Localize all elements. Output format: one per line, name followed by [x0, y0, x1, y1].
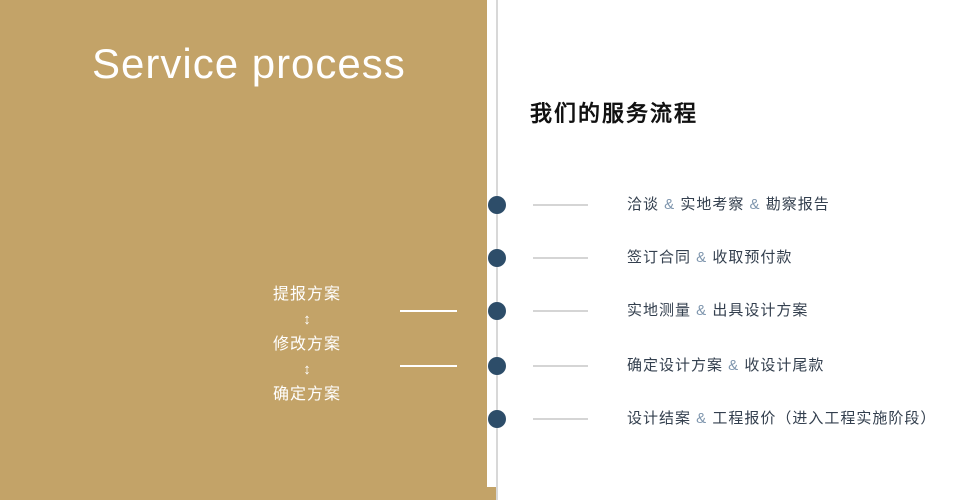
plan-step: 提报方案: [272, 286, 341, 303]
process-row: 确定设计方案 & 收设计尾款: [0, 356, 970, 376]
process-item-label: 洽谈 & 实地考察 & 勘察报告: [627, 196, 830, 213]
process-dot: [488, 410, 506, 428]
process-dot: [488, 357, 506, 375]
plan-connector-line: [400, 365, 457, 367]
plan-step: 修改方案: [272, 336, 341, 353]
swap-arrow-icon: ↕: [303, 361, 311, 378]
process-dot: [488, 249, 506, 267]
connector-line: [533, 310, 588, 312]
swap-arrow-icon: ↕: [303, 311, 311, 328]
process-item-label: 确定设计方案 & 收设计尾款: [627, 357, 825, 374]
process-dot: [488, 302, 506, 320]
process-row: 签订合同 & 收取预付款: [0, 248, 970, 268]
connector-line: [533, 365, 588, 367]
connector-line: [533, 257, 588, 259]
page-title: Service process: [92, 40, 406, 87]
left-panel: [0, 0, 496, 500]
plan-connector-line: [400, 310, 457, 312]
plan-steps-group: 提报方案 ↕ 修改方案 ↕ 确定方案: [247, 285, 367, 405]
process-row: 实地测量 & 出具设计方案: [0, 301, 970, 321]
section-heading: 我们的服务流程: [530, 101, 699, 126]
process-row: 设计结案 & 工程报价（进入工程实施阶段）: [0, 409, 970, 429]
divider-gap: [487, 0, 496, 487]
connector-line: [533, 204, 588, 206]
plan-step: 确定方案: [272, 386, 341, 403]
process-item-label: 签订合同 & 收取预付款: [627, 249, 793, 266]
process-item-label: 设计结案 & 工程报价（进入工程实施阶段）: [627, 410, 937, 427]
process-dot: [488, 196, 506, 214]
process-item-label: 实地测量 & 出具设计方案: [627, 302, 809, 319]
process-row: 洽谈 & 实地考察 & 勘察报告: [0, 195, 970, 215]
connector-line: [533, 418, 588, 420]
